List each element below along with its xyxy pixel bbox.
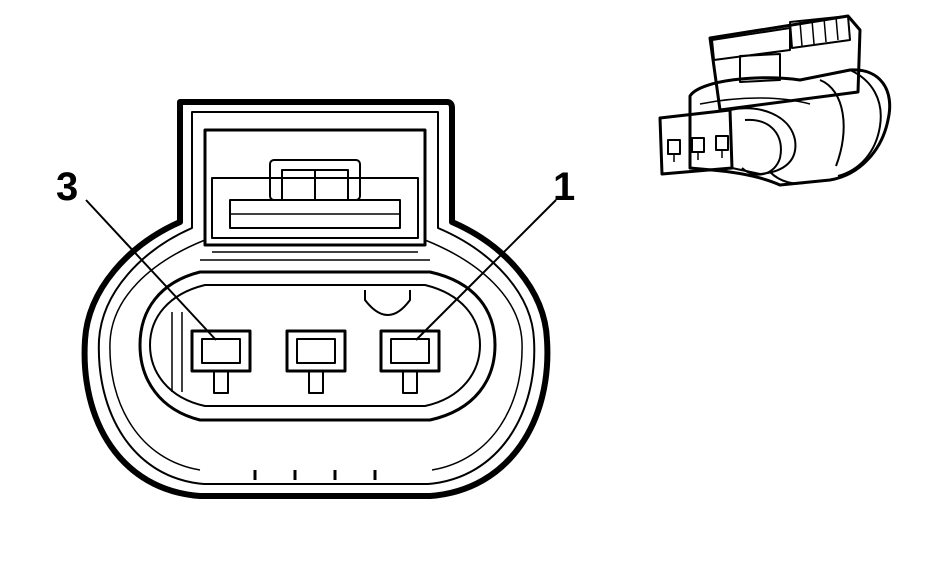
leader-line-pin-1 <box>415 199 557 341</box>
leader-line-pin-3 <box>85 199 217 341</box>
pin-terminal-3 <box>190 329 252 394</box>
pin-terminal-1 <box>379 329 441 394</box>
pin-terminal-2 <box>285 329 347 394</box>
pin-label-1: 1 <box>553 165 575 209</box>
connector-3d-view <box>658 14 892 187</box>
pin-label-3: 3 <box>56 165 78 209</box>
connector-face <box>81 99 551 499</box>
